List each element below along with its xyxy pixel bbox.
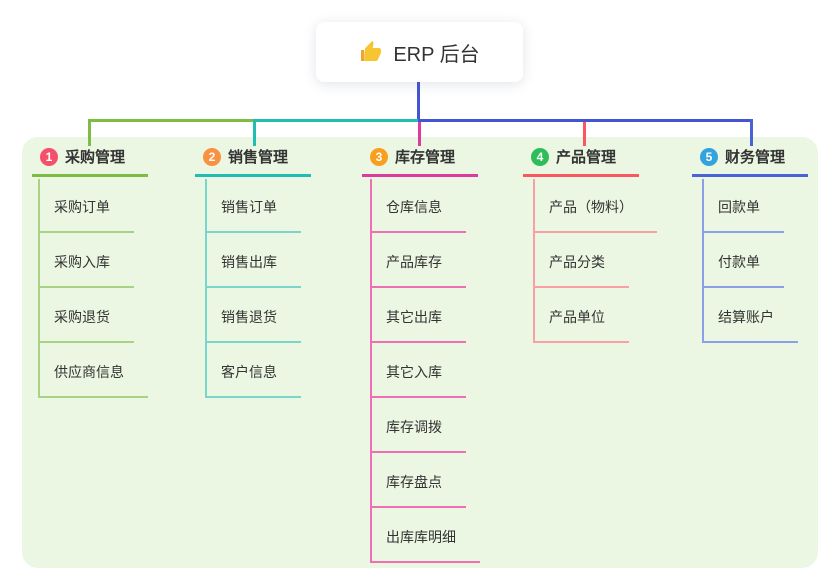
branch-children-1: 采购订单采购入库采购退货供应商信息 [38,179,148,398]
branch-drop-line [418,122,421,146]
bus-line-middle [253,119,418,122]
branch-label: 财务管理 [725,149,786,166]
child-node[interactable]: 回款单 [702,198,784,233]
branch-children-5: 回款单付款单结算账户 [702,179,798,343]
branch-drop-line [750,119,753,146]
branch-children-4: 产品（物料） 产品分类产品单位 [533,179,657,343]
child-node[interactable]: 采购退货 [38,308,134,343]
root-node[interactable]: ERP 后台 [316,22,523,82]
child-node[interactable]: 采购入库 [38,253,134,288]
branch-drop-line [253,119,256,146]
thumbs-up-icon [359,40,383,64]
branch-node-4[interactable]: 4 产品管理 [523,146,639,177]
branch-children-line [533,179,535,343]
child-node[interactable]: 销售退货 [205,308,301,343]
root-stem-line [417,82,420,122]
branch-children-line [370,179,372,563]
branch-number-badge: 3 [370,147,388,166]
branch-label: 产品管理 [556,149,617,166]
child-node[interactable]: 产品单位 [533,308,629,343]
branch-number-badge: 4 [531,147,549,166]
child-node[interactable]: 供应商信息 [38,363,148,398]
child-node[interactable]: 仓库信息 [370,198,466,233]
child-node[interactable]: 库存盘点 [370,473,466,508]
child-node[interactable]: 付款单 [702,253,784,288]
branch-children-line [205,179,207,398]
child-node[interactable]: 采购订单 [38,198,134,233]
child-node[interactable]: 结算账户 [702,308,798,343]
child-node[interactable]: 销售出库 [205,253,301,288]
branch-label: 库存管理 [395,149,456,166]
branch-label: 销售管理 [228,149,289,166]
branch-children-line [702,179,704,343]
child-node[interactable]: 销售订单 [205,198,301,233]
child-node[interactable]: 产品（物料） [533,198,657,233]
branch-children-3: 仓库信息产品库存其它出库其它入库库存调拨库存盘点出库库明细 [370,179,480,563]
child-node[interactable]: 其它出库 [370,308,466,343]
branch-label: 采购管理 [65,149,126,166]
child-node[interactable]: 库存调拨 [370,418,466,453]
branch-children-2: 销售订单销售出库销售退货客户信息 [205,179,301,398]
branch-node-5[interactable]: 5 财务管理 [692,146,808,177]
branches-panel [22,137,818,568]
branch-drop-line [583,122,586,146]
branch-drop-line [88,119,91,146]
child-node[interactable]: 其它入库 [370,363,466,398]
bus-line-left [88,119,253,122]
branch-number-badge: 5 [700,147,718,166]
child-node[interactable]: 客户信息 [205,363,301,398]
branch-node-2[interactable]: 2 销售管理 [195,146,311,177]
root-title: ERP 后台 [393,43,480,66]
child-node[interactable]: 产品分类 [533,253,629,288]
branch-children-line [38,179,40,398]
branch-number-badge: 2 [203,147,221,166]
branch-node-1[interactable]: 1 采购管理 [32,146,148,177]
branch-number-badge: 1 [40,147,58,166]
branch-node-3[interactable]: 3 库存管理 [362,146,478,177]
bus-line-right [418,119,753,122]
child-node[interactable]: 出库库明细 [370,528,480,563]
child-node[interactable]: 产品库存 [370,253,466,288]
